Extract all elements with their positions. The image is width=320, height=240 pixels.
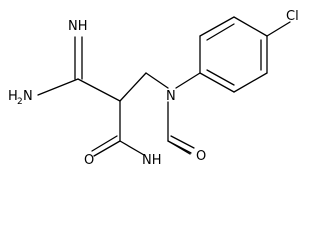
bond-ph-5 (233, 72, 268, 93)
bond-n1-c6 (145, 72, 169, 89)
bond-ph-6 (199, 72, 235, 93)
bond-lines (37, 16, 291, 157)
bond-c2-o-2 (170, 135, 195, 149)
amine-h-label: H (8, 89, 18, 104)
bond-c2-o-1 (167, 140, 192, 154)
bond-ph-inner-1 (206, 23, 235, 41)
bond-c-cl (266, 21, 291, 37)
bond-c-nh2 (37, 78, 79, 96)
chemical-structure-diagram: NH H 2 N N Cl O O NH (8, 9, 299, 167)
structure-canvas: NH H 2 N N Cl O O NH (8, 9, 299, 167)
bond-c6-c5 (119, 72, 147, 102)
bond-amidine-ring (77, 78, 121, 102)
carbonyl-o-right-label: O (196, 149, 206, 164)
bond-c4-o-1 (93, 140, 121, 157)
amine-nh2-label: H 2 N (8, 89, 33, 107)
bond-n-phenyl (175, 72, 201, 89)
bond-c4-o-2 (91, 135, 118, 152)
amine-n-label: N (23, 89, 33, 104)
ring-nh-label: NH (142, 153, 162, 167)
bond-c4-n3 (119, 140, 145, 156)
bond-ph-2 (199, 16, 235, 37)
carbonyl-o-left-label: O (84, 153, 94, 167)
bond-ph-3 (233, 16, 268, 37)
ring-n-label: N (166, 89, 176, 104)
bond-ph-inner-3 (206, 69, 235, 86)
amine-subscript: 2 (17, 97, 23, 107)
chlorine-label: Cl (286, 9, 299, 24)
imine-nh-label: NH (68, 19, 88, 34)
